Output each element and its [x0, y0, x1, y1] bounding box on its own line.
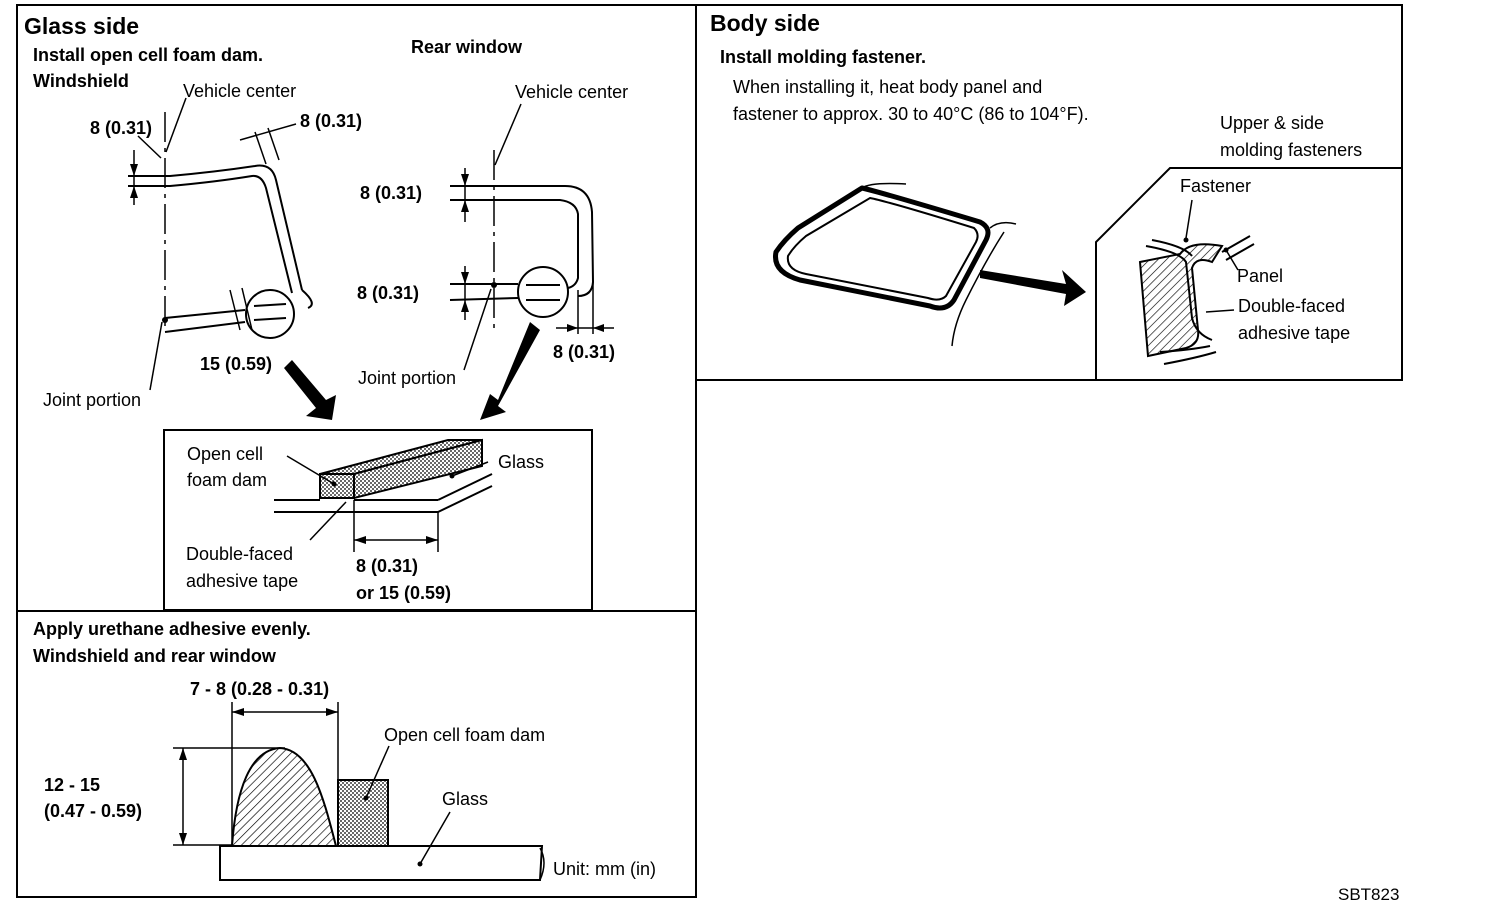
step-install-fastener: Install molding fastener.: [720, 47, 926, 67]
urethane-glass-label: Glass: [442, 789, 488, 809]
vehicle-center-rw-label: Vehicle center: [515, 82, 628, 102]
body-side-title: Body side: [710, 10, 820, 36]
detail-box: [163, 429, 593, 611]
panel-label: Panel: [1237, 266, 1283, 286]
step-apply-urethane: Apply urethane adhesive evenly.: [33, 619, 311, 639]
fastener-label: Fastener: [1180, 176, 1251, 196]
dim-8-ws-top: 8 (0.31): [90, 118, 152, 138]
detail-dim-1: 8 (0.31): [356, 556, 418, 576]
upper-side-label-1: Upper & side: [1220, 113, 1324, 133]
heat-note-line-1: When installing it, heat body panel and: [733, 77, 1042, 97]
joint-portion-ws-label: Joint portion: [43, 390, 141, 410]
glass-side-title: Glass side: [24, 13, 139, 39]
figure-id: SBT823: [1338, 885, 1399, 904]
dim-8-ws-width: 8 (0.31): [300, 111, 362, 131]
upper-side-label-2: molding fasteners: [1220, 140, 1362, 160]
detail-dim-2: or 15 (0.59): [356, 583, 451, 603]
unit-label: Unit: mm (in): [553, 859, 656, 879]
urethane-width-dim: 7 - 8 (0.28 - 0.31): [190, 679, 329, 699]
detail-tape-label-1: Double-faced: [186, 544, 293, 564]
joint-portion-rw-label: Joint portion: [358, 368, 456, 388]
dim-8-rw-side: 8 (0.31): [553, 342, 615, 362]
fastener-detail-drawing: [1095, 167, 1402, 380]
rear-window-label: Rear window: [411, 37, 523, 57]
urethane-foam-label: Open cell foam dam: [384, 725, 545, 745]
foam-dam-detail-drawing: [274, 438, 493, 552]
dim-15-ws: 15 (0.59): [200, 354, 272, 374]
glass-side-panel-frame: [16, 4, 697, 898]
urethane-height-dim-1: 12 - 15: [44, 775, 100, 795]
dim-8-rw-top: 8 (0.31): [360, 183, 422, 203]
body-side-panel-frame: [695, 4, 1403, 381]
detail-foam-label-1: Open cell: [187, 444, 263, 464]
heat-note-line-2: fastener to approx. 30 to 40°C (86 to 10…: [733, 104, 1089, 124]
urethane-section-drawing: [173, 702, 545, 881]
detail-foam-label-2: foam dam: [187, 470, 267, 490]
detail-tape-label-2: adhesive tape: [186, 571, 298, 591]
vehicle-center-ws-label: Vehicle center: [183, 81, 296, 101]
urethane-height-dim-2: (0.47 - 0.59): [44, 801, 142, 821]
body-tape-label-1: Double-faced: [1238, 296, 1345, 316]
vehicle-center-leader-ws: [165, 97, 187, 153]
dim-8-rw-joint: 8 (0.31): [357, 283, 419, 303]
windshield-sketch: [128, 97, 336, 420]
body-tape-label-2: adhesive tape: [1238, 323, 1350, 343]
rear-window-sketch: [449, 103, 614, 420]
windshield-frame-drawing: [773, 182, 1086, 347]
detail-glass-label: Glass: [498, 452, 544, 472]
step-install-foam-dam: Install open cell foam dam.: [33, 45, 263, 65]
windshield-label: Windshield: [33, 71, 129, 91]
urethane-sub-label: Windshield and rear window: [33, 646, 277, 666]
